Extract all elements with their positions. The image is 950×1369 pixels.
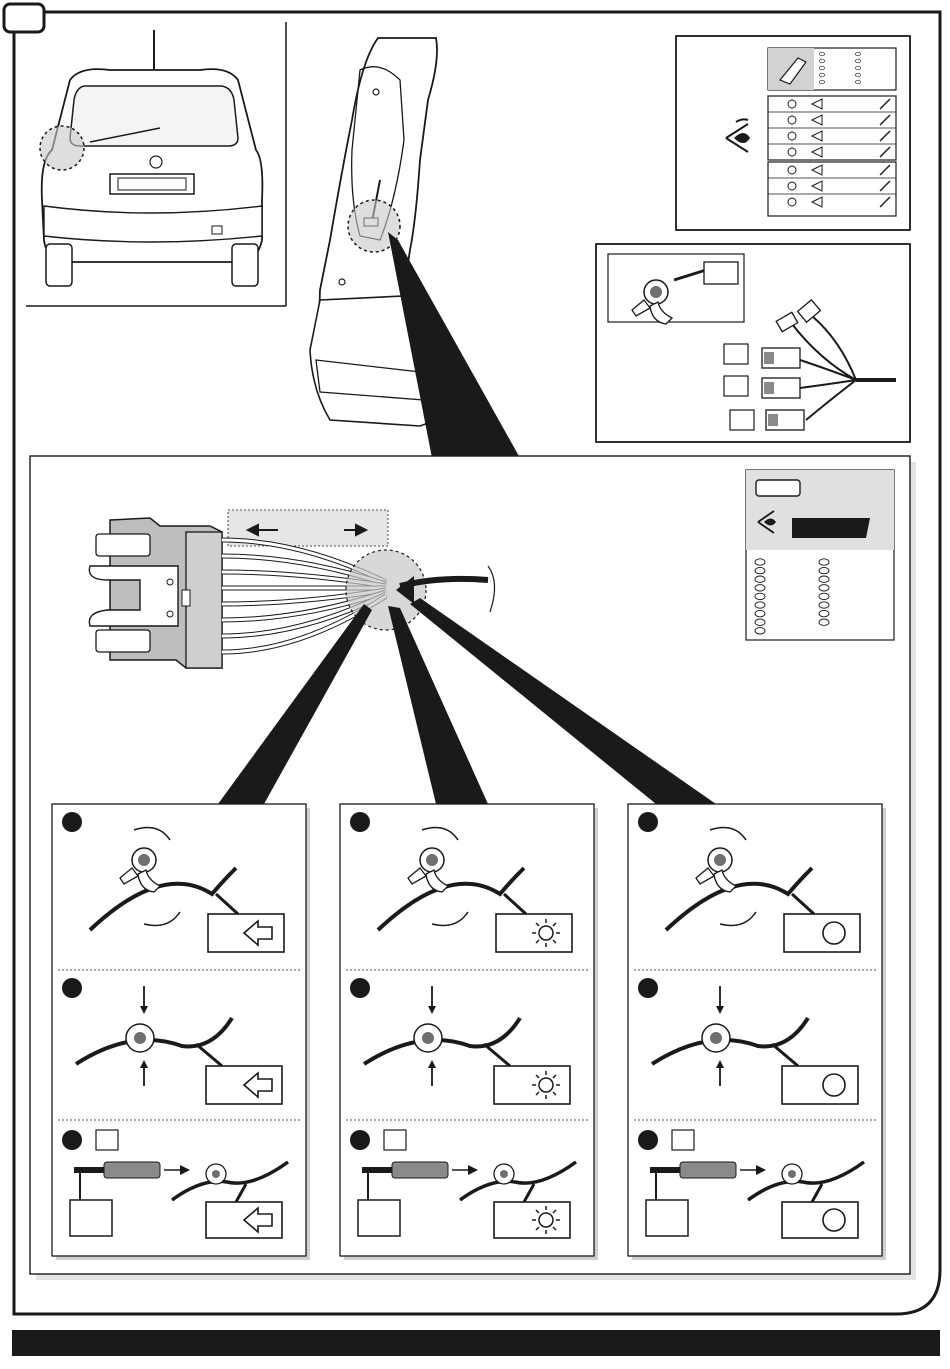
step-number-badge bbox=[62, 1130, 82, 1150]
step-small-box bbox=[96, 1130, 118, 1150]
reverse-icon bbox=[788, 166, 796, 174]
corner-tab bbox=[4, 4, 44, 32]
step-1-column bbox=[52, 804, 310, 1260]
circle-light-icon bbox=[823, 1209, 845, 1231]
step-number-badge bbox=[350, 978, 370, 998]
fog-lamp-icon bbox=[788, 100, 796, 108]
step-number-badge bbox=[62, 812, 82, 832]
wiring-connector-block bbox=[89, 518, 222, 668]
step-number-badge bbox=[350, 1130, 370, 1150]
footer-bar bbox=[12, 1330, 940, 1356]
step-small-box bbox=[672, 1130, 694, 1150]
step-number-badge bbox=[638, 978, 658, 998]
step-number-badge bbox=[350, 812, 370, 832]
step-number-badge bbox=[62, 978, 82, 998]
connector-plug-icon bbox=[680, 1162, 736, 1178]
circle-light-icon bbox=[788, 116, 796, 124]
step-label-box bbox=[70, 1200, 112, 1236]
step-2-column bbox=[340, 804, 598, 1260]
legend-panel bbox=[676, 36, 910, 230]
circle-light-icon bbox=[823, 922, 845, 944]
brake-light-icon bbox=[788, 132, 796, 140]
step-number-badge bbox=[638, 1130, 658, 1150]
circle-light-icon bbox=[823, 1074, 845, 1096]
main-panel bbox=[30, 456, 916, 1280]
connector-panel bbox=[596, 244, 910, 442]
step-small-box bbox=[384, 1130, 406, 1150]
connector-plug-icon bbox=[392, 1162, 448, 1178]
indicator-bar bbox=[792, 518, 870, 538]
step-label-box bbox=[646, 1200, 688, 1236]
turn-left-icon bbox=[788, 148, 796, 156]
turn-right-icon bbox=[788, 198, 796, 206]
step-label-box bbox=[358, 1200, 400, 1236]
tail-light-highlight bbox=[40, 126, 84, 170]
connector-plug-icon bbox=[104, 1162, 160, 1178]
step-number-badge bbox=[638, 812, 658, 832]
car-rear-view bbox=[26, 22, 286, 306]
sun-light-icon bbox=[788, 182, 796, 190]
step-3-column bbox=[628, 804, 886, 1260]
